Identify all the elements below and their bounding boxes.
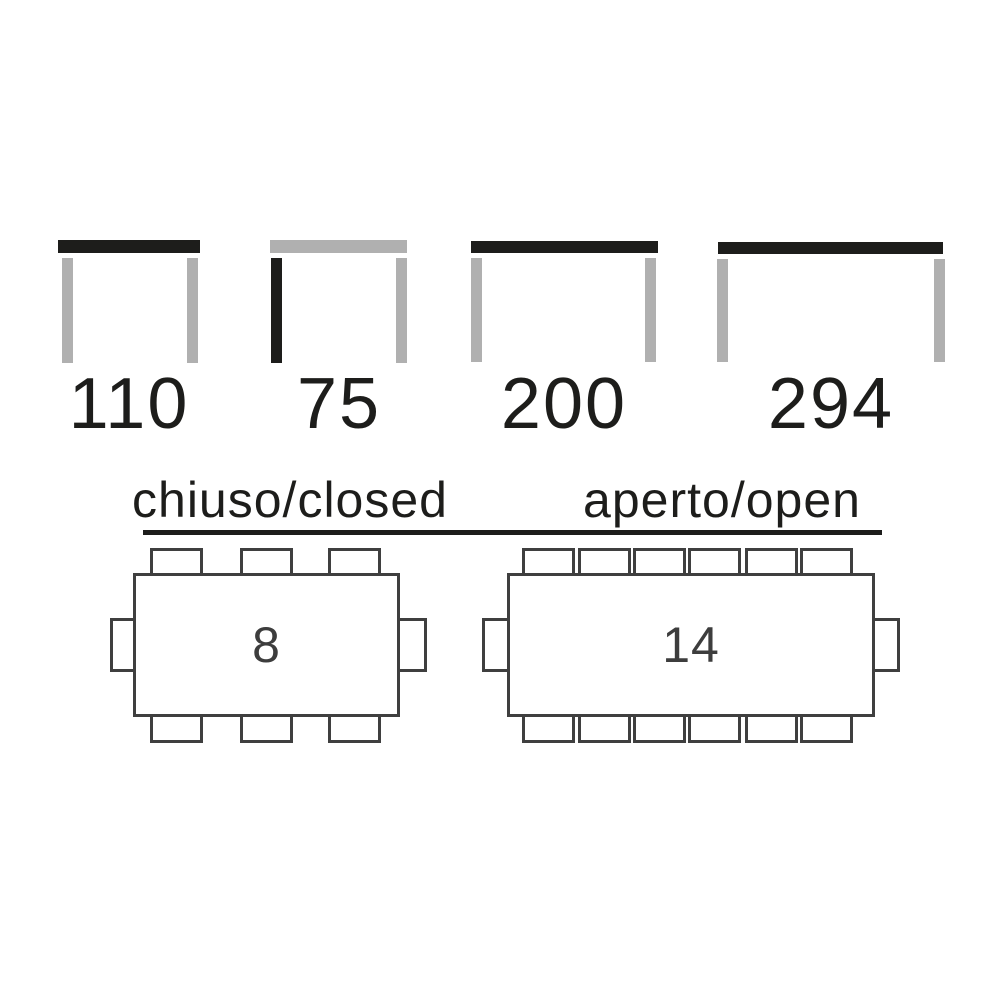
chair bbox=[800, 713, 853, 743]
chair bbox=[522, 548, 575, 576]
table-top: 14 bbox=[507, 573, 875, 717]
chair bbox=[800, 548, 853, 576]
table-top-bar bbox=[471, 241, 658, 253]
chair bbox=[328, 713, 381, 743]
table-leg bbox=[471, 258, 482, 362]
closed-state-label: chiuso/closed bbox=[132, 472, 448, 528]
open-table-topview: 14 bbox=[482, 548, 900, 745]
chair bbox=[328, 548, 381, 576]
table-side-length-open-icon bbox=[717, 242, 945, 365]
chair bbox=[578, 713, 631, 743]
open-state-label: aperto/open bbox=[583, 472, 861, 528]
table-side-width-icon bbox=[58, 240, 200, 365]
dimension-value-width: 110 bbox=[68, 364, 190, 444]
chair bbox=[397, 618, 427, 672]
chair bbox=[240, 548, 293, 576]
table-leg bbox=[396, 258, 407, 363]
table-top: 8 bbox=[133, 573, 400, 717]
dimension-value-length-open: 294 bbox=[767, 364, 895, 444]
chair bbox=[150, 548, 203, 576]
dimension-value-length-closed: 200 bbox=[500, 364, 628, 444]
chair bbox=[688, 713, 741, 743]
table-leg bbox=[62, 258, 73, 363]
divider-line bbox=[143, 530, 882, 535]
closed-table-topview: 8 bbox=[110, 548, 427, 745]
table-top-bar bbox=[270, 240, 407, 253]
chair bbox=[578, 548, 631, 576]
table-side-length-closed-icon bbox=[471, 241, 658, 365]
table-leg-highlighted bbox=[271, 258, 282, 363]
table-top-bar bbox=[58, 240, 200, 253]
chair bbox=[240, 713, 293, 743]
chair bbox=[745, 548, 798, 576]
table-leg bbox=[717, 259, 728, 362]
seat-count: 14 bbox=[662, 617, 720, 673]
chair bbox=[688, 548, 741, 576]
dimension-value-height: 75 bbox=[296, 364, 382, 444]
seat-count: 8 bbox=[252, 617, 281, 673]
table-side-height-icon bbox=[270, 240, 407, 365]
chair bbox=[150, 713, 203, 743]
table-leg bbox=[187, 258, 198, 363]
chair bbox=[633, 713, 686, 743]
table-top-bar bbox=[718, 242, 943, 254]
chair bbox=[633, 548, 686, 576]
table-leg bbox=[645, 258, 656, 362]
chair bbox=[745, 713, 798, 743]
table-leg bbox=[934, 259, 945, 362]
chair bbox=[522, 713, 575, 743]
